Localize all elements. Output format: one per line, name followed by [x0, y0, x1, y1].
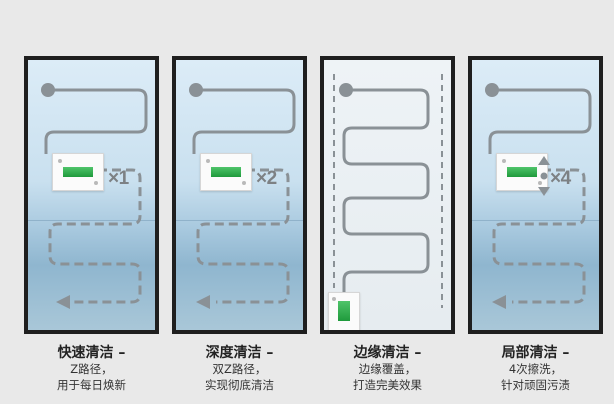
caption-line: Z路径， [70, 362, 113, 376]
caption-line: 打造完美效果 [353, 377, 422, 392]
cleaning-robot [496, 153, 548, 191]
arrow-left-icon [492, 295, 506, 309]
caption-title: 快速清洁 – [57, 345, 126, 361]
caption-spot-clean: 局部清洁 – 4次擦洗， 针对顽固污渍 [468, 344, 603, 393]
cleaning-robot [328, 292, 360, 330]
caption-line: 用于每日焕新 [57, 377, 126, 392]
horizon-line [176, 220, 303, 221]
multiplier-label: ×2 [256, 168, 277, 189]
multiplier-label: ×4 [550, 168, 571, 189]
horizon-line [472, 220, 599, 221]
robot-screen [507, 167, 537, 177]
sky-sea-scene [176, 60, 303, 330]
cleaning-path [41, 83, 148, 304]
caption-title: 局部清洁 – [501, 345, 570, 361]
panel-edge-clean [320, 56, 455, 334]
caption-edge-clean: 边缘清洁 – 边缘覆盖， 打造完美效果 [320, 344, 455, 393]
caption-title: 深度清洁 – [205, 345, 274, 361]
up-down-arrows-icon [538, 156, 550, 196]
cleaning-robot [200, 153, 252, 191]
arrow-left-icon [196, 295, 210, 309]
caption-line: 针对顽固污渍 [501, 377, 570, 392]
multiplier-label: ×1 [108, 168, 129, 189]
cleaning-robot [52, 153, 104, 191]
arrow-left-icon [56, 295, 70, 309]
cleaning-path [485, 83, 592, 304]
robot-screen [338, 301, 350, 321]
cleaning-path [333, 74, 443, 308]
panel-deep-clean: ×2 [172, 56, 307, 334]
panel-quick-clean: ×1 [24, 56, 159, 334]
horizon-line [28, 220, 155, 221]
caption-line: 边缘覆盖， [358, 362, 417, 376]
caption-quick-clean: 快速清洁 – Z路径， 用于每日焕新 [24, 344, 159, 393]
caption-line: 双Z路径， [212, 362, 267, 376]
panel-spot-clean: ×4 [468, 56, 603, 334]
caption-line: 实现彻底清洁 [205, 377, 274, 392]
sky-sea-scene [28, 60, 155, 330]
caption-line: 4次擦洗， [508, 362, 563, 376]
cleaning-path [189, 83, 296, 304]
robot-screen [63, 167, 93, 177]
robot-screen [211, 167, 241, 177]
caption-deep-clean: 深度清洁 – 双Z路径， 实现彻底清洁 [172, 344, 307, 393]
sky-sea-scene [472, 60, 599, 330]
caption-title: 边缘清洁 – [353, 345, 422, 361]
